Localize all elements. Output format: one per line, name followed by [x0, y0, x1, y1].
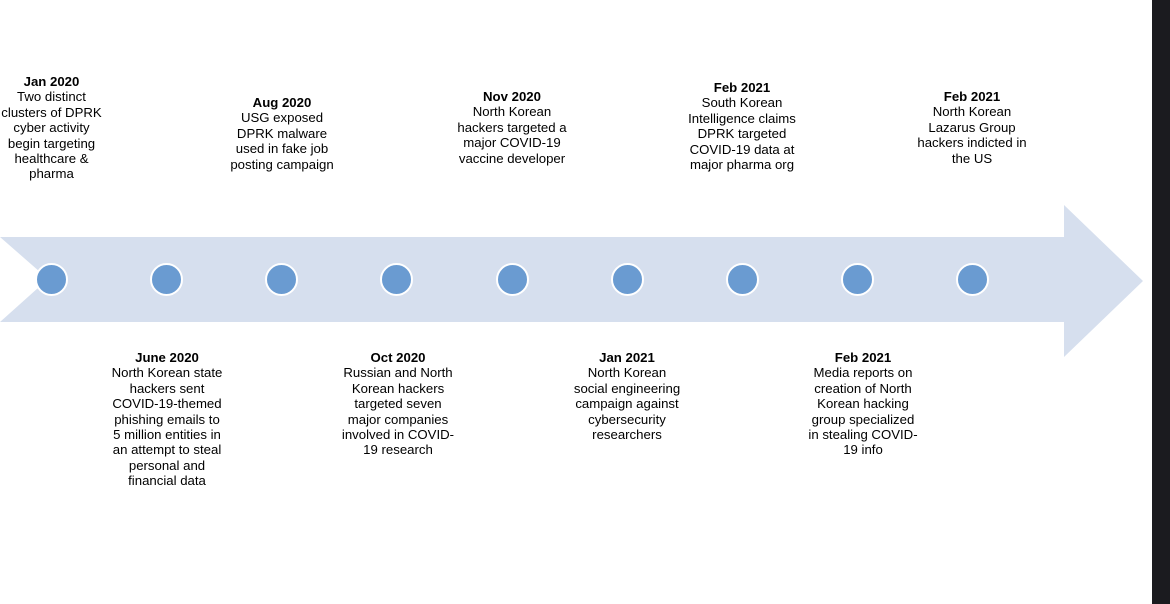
timeline-node [150, 263, 183, 296]
event-description: North Korean social engineering campaign… [573, 365, 681, 443]
timeline-node [841, 263, 874, 296]
timeline-node [496, 263, 529, 296]
right-edge-bar [1152, 0, 1170, 604]
timeline-event-jan-2021: Jan 2021 North Korean social engineering… [570, 350, 684, 442]
event-date: June 2020 [135, 350, 199, 365]
event-description: USG exposed DPRK malware used in fake jo… [230, 110, 334, 172]
event-description: South Korean Intelligence claims DPRK ta… [688, 95, 796, 173]
event-date: Feb 2021 [713, 80, 771, 95]
timeline-event-aug-2020: Aug 2020 USG exposed DPRK malware used i… [224, 95, 340, 172]
timeline-node [956, 263, 989, 296]
timeline-node [35, 263, 68, 296]
event-description: North Korean Lazarus Group hackers indic… [917, 104, 1027, 166]
timeline-event-oct-2020: Oct 2020 Russian and North Korean hacker… [341, 350, 455, 458]
event-description: North Korean hackers targeted a major CO… [457, 104, 567, 166]
event-date: Feb 2021 [943, 89, 1001, 104]
event-date: Jan 2021 [599, 350, 655, 365]
event-date: Feb 2021 [834, 350, 892, 365]
timeline-event-feb-2021-skorea: Feb 2021 South Korean Intelligence claim… [685, 80, 799, 172]
timeline-arrow [0, 196, 1152, 366]
timeline-event-jan-2020: Jan 2020 Two distinct clusters of DPRK c… [0, 74, 103, 182]
timeline-event-feb-2021-media: Feb 2021 Media reports on creation of No… [806, 350, 920, 458]
event-description: North Korean state hackers sent COVID-19… [111, 365, 223, 489]
timeline-event-nov-2020: Nov 2020 North Korean hackers targeted a… [455, 89, 569, 166]
event-description: Media reports on creation of North Korea… [808, 365, 918, 458]
timeline-event-june-2020: June 2020 North Korean state hackers sen… [110, 350, 224, 489]
timeline-node [611, 263, 644, 296]
event-date: Oct 2020 [370, 350, 426, 365]
timeline-node [726, 263, 759, 296]
arrow-shape [0, 205, 1143, 357]
event-date: Aug 2020 [252, 95, 312, 110]
timeline-node [265, 263, 298, 296]
event-description: Russian and North Korean hackers targete… [341, 365, 455, 458]
timeline-node [380, 263, 413, 296]
event-date: Nov 2020 [483, 89, 541, 104]
timeline-event-feb-2021-lazarus: Feb 2021 North Korean Lazarus Group hack… [915, 89, 1029, 166]
event-description: Two distinct clusters of DPRK cyber acti… [1, 89, 102, 182]
event-date: Jan 2020 [23, 74, 80, 89]
